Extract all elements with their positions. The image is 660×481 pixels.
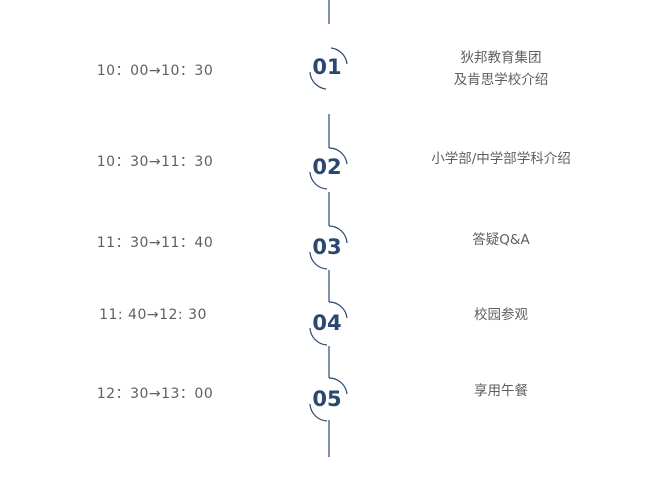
- agenda-title-line: 享用午餐: [474, 383, 528, 399]
- agenda-title-line: 校园参观: [474, 307, 528, 323]
- step-number: 01: [312, 55, 342, 79]
- step-number: 02: [312, 155, 342, 179]
- step-number: 03: [312, 235, 342, 259]
- time-range: 11：30→11：40: [96, 235, 214, 251]
- agenda-title: 答疑Q&A: [386, 229, 616, 251]
- time-range: 10：30→11：30: [96, 154, 214, 170]
- step-number: 05: [312, 387, 342, 411]
- agenda-title: 小学部/中学部学科介绍: [386, 148, 616, 170]
- agenda-title: 狄邦教育集团 及肯思学校介绍: [386, 47, 616, 91]
- agenda-title: 享用午餐: [386, 380, 616, 402]
- time-range: 10：00→10：30: [96, 63, 214, 79]
- agenda-title-line: 及肯思学校介绍: [453, 72, 549, 88]
- agenda-title-line: 答疑Q&A: [472, 232, 530, 248]
- time-range: 12：30→13：00: [96, 386, 214, 402]
- step-number: 04: [312, 311, 342, 335]
- agenda-title: 校园参观: [386, 304, 616, 326]
- agenda-title-line: 小学部/中学部学科介绍: [431, 151, 571, 167]
- agenda-title-line: 狄邦教育集团: [460, 50, 542, 66]
- time-range: 11: 40→12: 30: [99, 307, 207, 323]
